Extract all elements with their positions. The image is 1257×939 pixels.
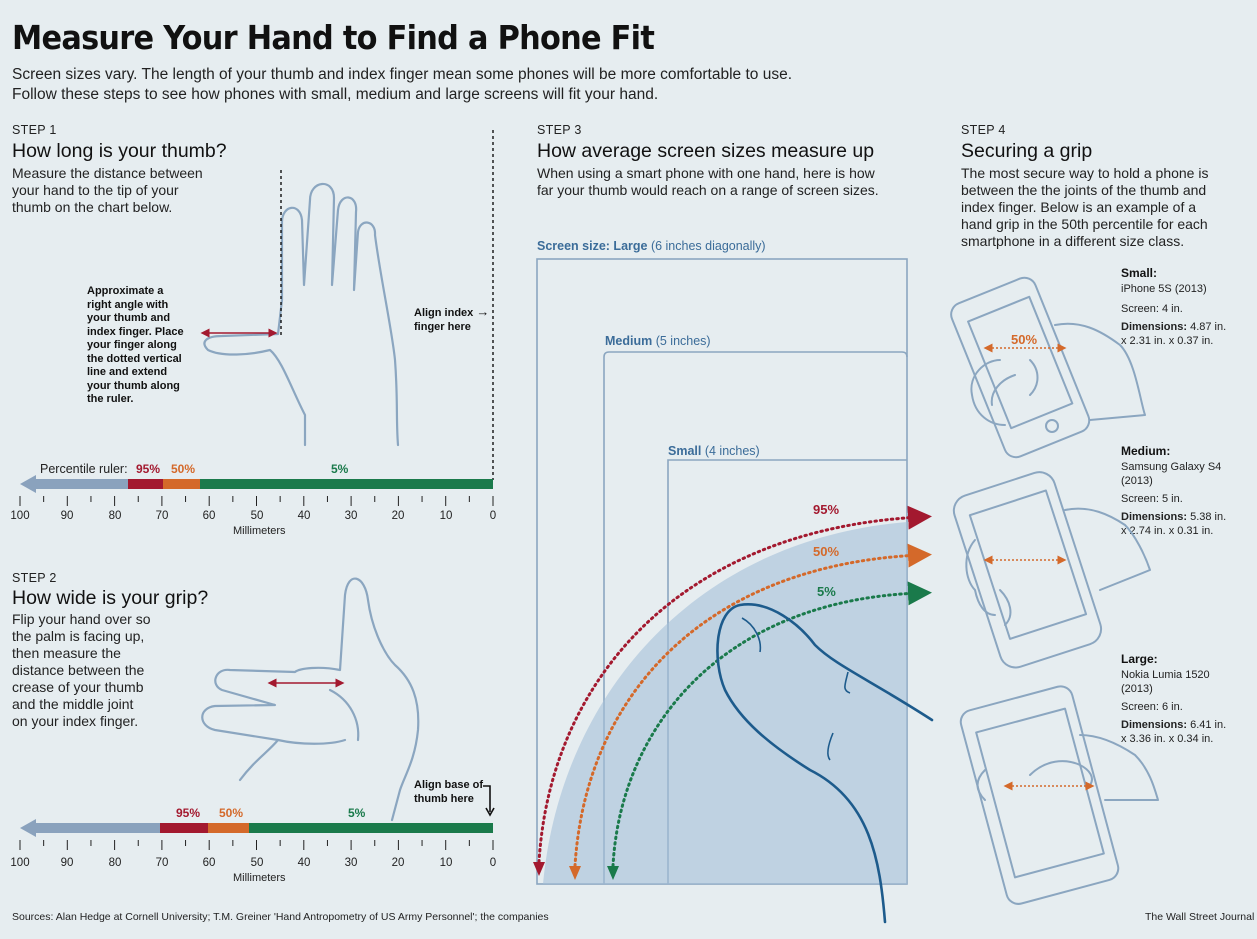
intro-line-1: Screen sizes vary. The length of your th…: [12, 66, 793, 83]
step1-ruler-arrow: [20, 475, 128, 493]
step1-bar-p5: [200, 479, 493, 489]
step2-p5-label: 5%: [348, 806, 366, 820]
thumb-illustration: [716, 603, 934, 924]
step1-p50-label: 50%: [171, 462, 196, 476]
step2-hand-illustration: [201, 577, 420, 822]
reach-arc-95: [537, 505, 932, 864]
phone-info-small: Small: iPhone 5S (2013) Screen: 4 in. Di…: [1121, 266, 1227, 347]
step2-p95-label: 95%: [176, 806, 201, 820]
step1-title: How long is your thumb?: [12, 140, 227, 162]
step3-body: When using a smart phone with one hand, …: [537, 165, 879, 198]
sources: Sources: Alan Hedge at Cornell Universit…: [12, 911, 549, 923]
medium-screen-outline: [603, 351, 908, 884]
reach-arc-50: [573, 543, 932, 868]
align-thumb-pointer: [483, 785, 491, 812]
reach-label-95: 95%: [813, 502, 839, 517]
step1-bar-p50: [163, 479, 200, 489]
step1-unit: Millimeters: [233, 525, 286, 537]
phone-grip-small: [950, 276, 1146, 459]
step1-hand-illustration: [203, 182, 400, 447]
step4-label: STEP 4: [961, 123, 1006, 137]
step2-label: STEP 2: [12, 571, 57, 585]
step2-tick-labels: 100 90 80 70 60 50 40 30 20 10 0: [10, 857, 497, 869]
step1-p5-label: 5%: [331, 462, 349, 476]
step1-align-note: Align index → finger here: [414, 304, 490, 333]
step2-bar-p95: [160, 823, 208, 833]
reach-label-5: 5%: [817, 584, 836, 599]
step3-label: STEP 3: [537, 123, 582, 137]
small-grip-label: 50%: [1011, 332, 1037, 347]
credit: The Wall Street Journal: [1145, 911, 1255, 923]
step1-label: STEP 1: [12, 123, 57, 137]
step2-bar-p5: [249, 823, 493, 833]
reach-arc-5: [611, 581, 932, 868]
small-screen-label: Small (4 inches): [668, 444, 760, 458]
phone-grip-large: [959, 685, 1159, 905]
percentile-ruler-label: Percentile ruler:: [40, 462, 128, 476]
step2-unit: Millimeters: [233, 872, 286, 884]
step2-ruler-arrow: [20, 819, 160, 837]
step3-title: How average screen sizes measure up: [537, 140, 875, 162]
phone-info-medium: Medium: Samsung Galaxy S4 (2013) Screen:…: [1121, 444, 1227, 537]
intro-line-2: Follow these steps to see how phones wit…: [12, 86, 659, 103]
screen-size-diagram: 95% 50% 5%: [533, 258, 934, 924]
step2-bar-p50: [208, 823, 249, 833]
step1-p95-label: 95%: [136, 462, 161, 476]
large-screen-label: Screen size: Large (6 inches diagonally): [537, 239, 766, 253]
step2-p50-label: 50%: [219, 806, 244, 820]
phone-grip-medium: [952, 471, 1151, 669]
step2-ruler: [19, 819, 494, 850]
step4-title: Securing a grip: [961, 140, 1093, 162]
step1-tick-labels: 100 90 80 70 60 50 40 30 20 10 0: [10, 510, 497, 522]
phone-info-large: Large: Nokia Lumia 1520 (2013) Screen: 6…: [1121, 652, 1227, 745]
reach-label-50: 50%: [813, 544, 839, 559]
step1-bar-p95: [128, 479, 163, 489]
medium-screen-label: Medium (5 inches): [605, 334, 711, 348]
thumb-reach-area: [543, 522, 907, 884]
page-title: Measure Your Hand to Find a Phone Fit: [12, 18, 655, 57]
step1-ruler: [19, 475, 494, 506]
step2-title: How wide is your grip?: [12, 587, 209, 609]
